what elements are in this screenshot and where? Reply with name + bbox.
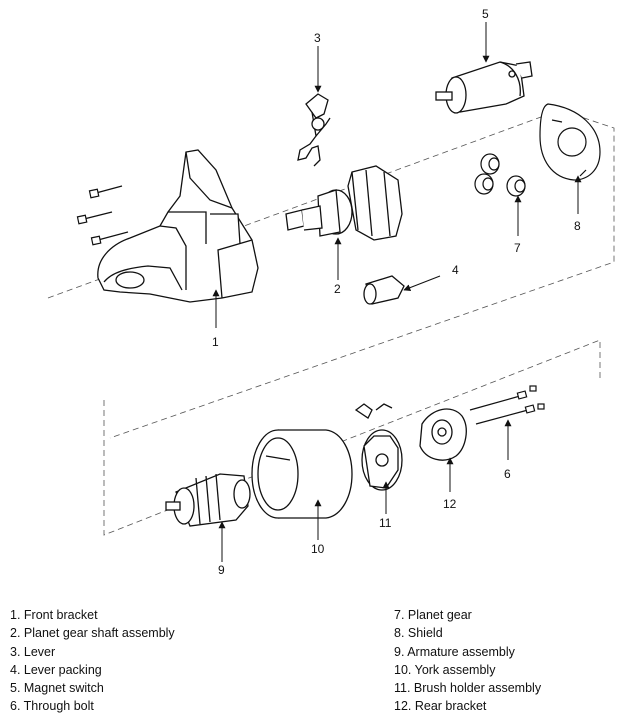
armature-assembly [165,473,251,527]
planet-gear-shaft-assembly [285,165,403,241]
through-bolts [469,385,545,425]
legend-item: 8. Shield [394,626,443,641]
legend-item: 9. Armature assembly [394,644,515,659]
legend-item: 12. Rear bracket [394,699,487,714]
callout-9: 9 [218,563,225,577]
legend-item: 1. Front bracket [10,608,98,622]
leader-lines [212,22,582,562]
callout-4: 4 [452,263,459,277]
callout-12: 12 [443,497,457,511]
legend-item: 3. Lever [10,644,56,659]
parts-legend-left: 1. Front bracket 2. Planet gear shaft as… [10,606,175,716]
planet-gears [474,153,526,197]
front-bracket-bolts [76,185,129,246]
rear-bracket [419,408,467,461]
legend-item: 11. Brush holder assembly [394,681,542,696]
callout-6: 6 [504,467,511,481]
legend-item: 6. Through bolt [10,699,94,714]
shield [539,103,601,181]
brush-holder-assembly [354,403,403,491]
exploded-view-diagram: 1 2 3 4 5 6 7 8 9 10 11 12 [47,7,615,577]
legend-item: 5. Magnet switch [10,681,104,696]
legend-item: 2. Planet gear shaft assembly [10,626,175,641]
legend-item: 7. Planet gear [394,608,472,622]
callout-7: 7 [514,241,521,255]
york-assembly [251,429,353,519]
parts-legend-right: 7. Planet gear 8. Shield 9. Armature ass… [394,606,541,716]
callout-10: 10 [311,542,325,556]
lower-group-frame [103,339,601,536]
legend-item: 4. Lever packing [10,662,102,677]
callout-3: 3 [314,31,321,45]
upper-group-frame [47,109,615,439]
callout-1: 1 [212,335,219,349]
callout-8: 8 [574,219,581,233]
legend-item: 10. York assembly [394,662,496,677]
callout-5: 5 [482,7,489,21]
magnet-switch [435,61,533,114]
front-bracket [97,149,259,303]
callout-11: 11 [379,516,392,530]
callouts: 1 2 3 4 5 6 7 8 9 10 11 12 [212,7,581,577]
lever-packing [363,275,405,305]
lever [297,93,331,167]
callout-2: 2 [334,282,341,296]
